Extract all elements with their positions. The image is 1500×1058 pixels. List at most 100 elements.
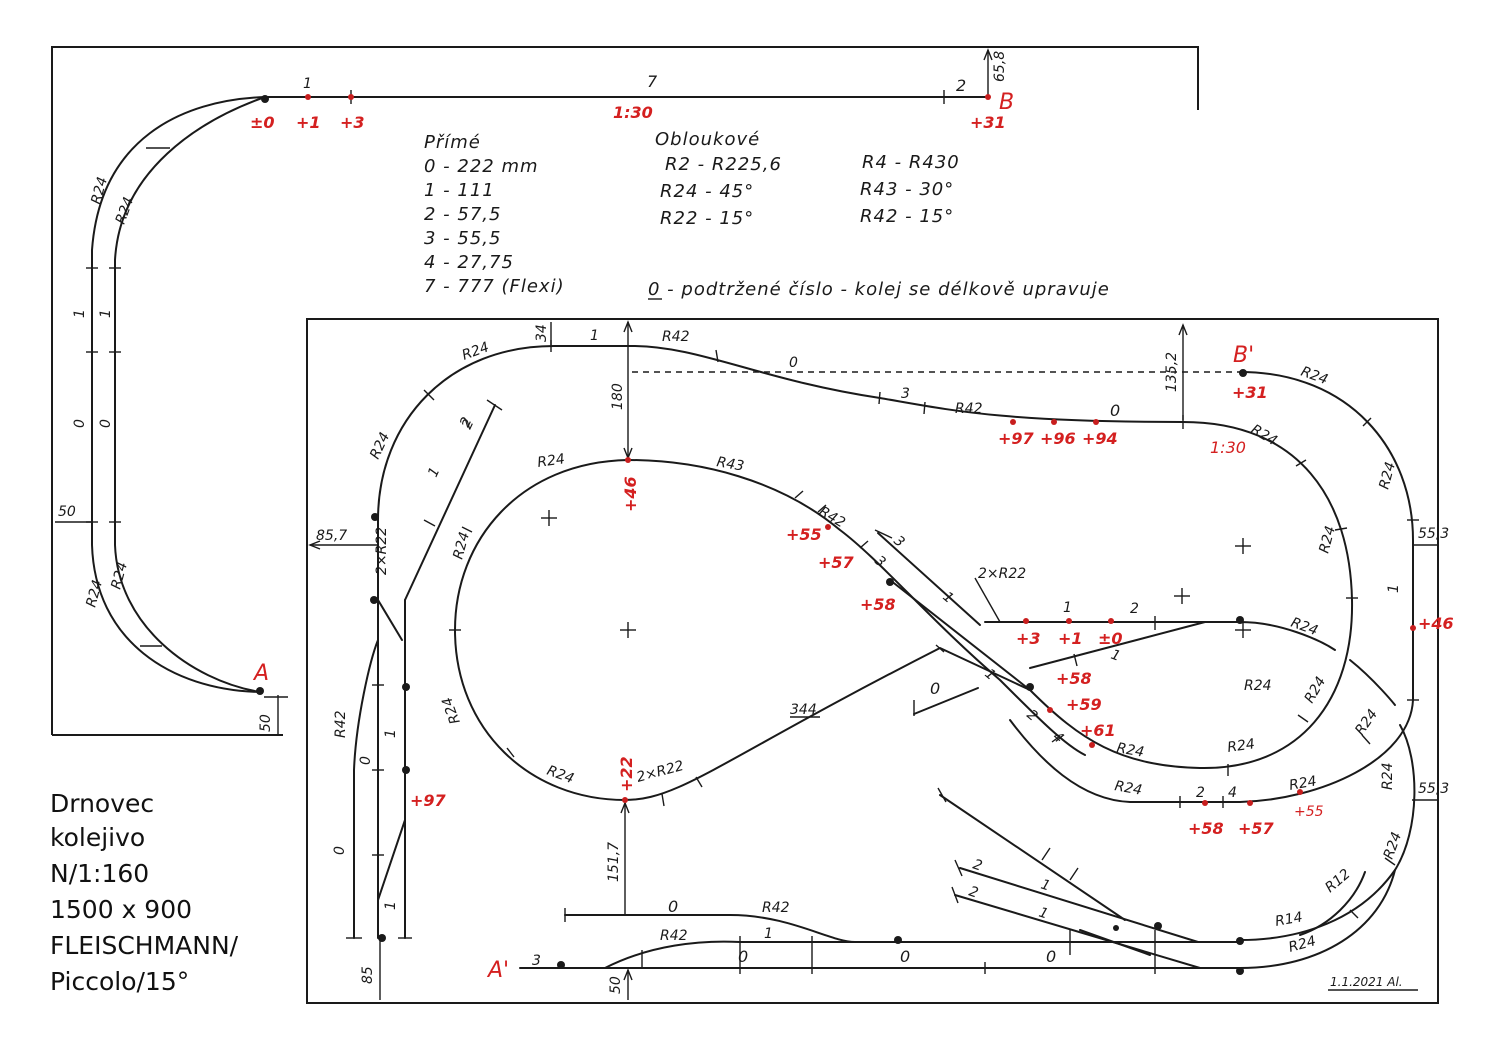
track-label: R24 <box>1287 933 1318 956</box>
track-label: R24 <box>439 695 463 726</box>
track-ticks <box>346 519 436 939</box>
dim-label-180: 180 <box>610 383 626 410</box>
track-label: 0 <box>900 947 910 966</box>
track-label: R24 <box>1376 460 1399 491</box>
track-bottom-spur <box>564 914 856 943</box>
top-gradient-label: 1:30 <box>613 103 653 122</box>
height-label: ±0 <box>250 113 275 132</box>
legend-curved-item: R43 - 30° <box>860 179 954 200</box>
dim-arrow <box>623 968 633 981</box>
top-track-end-label: 2 <box>956 76 966 95</box>
bufferstop <box>486 399 503 411</box>
track-marker-dot <box>256 687 264 695</box>
height-label: +58 <box>860 595 896 614</box>
height-marker-dot <box>985 94 991 100</box>
height-label: ±0 <box>1098 629 1123 648</box>
track-label: 0 <box>72 419 88 428</box>
track-label: 2 <box>967 884 981 902</box>
dim-arrow <box>308 540 321 550</box>
legend-curved-item: R24 - 45° <box>660 181 754 202</box>
track-label: 0 <box>668 897 678 916</box>
legend-straight-title: Přímé <box>424 132 481 153</box>
track-label: 3 <box>890 533 907 551</box>
point-label-b2: B' <box>1233 343 1254 368</box>
height-label: +55 <box>1294 804 1324 820</box>
track-label: 1 <box>72 309 88 318</box>
track-label: 344 <box>790 702 817 718</box>
point-label-b: B <box>999 90 1014 115</box>
height-marker-dot <box>348 94 354 100</box>
info-line: FLEISCHMANN/ <box>50 931 239 960</box>
dim-label-50b: 50 <box>258 714 274 732</box>
track-label: R42 <box>662 329 690 345</box>
track-label: 2 <box>1196 785 1205 801</box>
height-marker-dots <box>622 419 1416 806</box>
track-ticks <box>1073 616 1156 667</box>
track-label: 2 <box>1023 707 1040 725</box>
height-label: +55 <box>786 525 822 544</box>
track-label: 1 <box>590 328 599 344</box>
height-label: +1 <box>296 113 321 132</box>
dim-label-65: 65,8 <box>992 51 1008 82</box>
track-label: 2×R22 <box>635 758 686 786</box>
track-label: R24 <box>1113 778 1143 799</box>
legend-straight-item: 7 - 777 (Flexi) <box>424 276 565 297</box>
height-label: +96 <box>1040 429 1076 448</box>
track-label: 1 <box>98 309 114 318</box>
track-outer-loop-left <box>377 344 1184 521</box>
height-label: +46 <box>1418 614 1454 633</box>
height-label: +94 <box>1082 429 1118 448</box>
track-label: R24 <box>450 530 473 561</box>
track-label: 1 <box>1037 905 1050 923</box>
height-label: +3 <box>1016 629 1041 648</box>
point-label-a2: A' <box>486 958 509 983</box>
track-label: R42 <box>762 900 790 916</box>
track-label: 0 <box>789 355 798 371</box>
track-label: R42 <box>660 928 688 944</box>
height-label: +57 <box>1238 819 1275 838</box>
legend-curved-item: R42 - 15° <box>860 206 954 227</box>
track-label: R24 <box>1299 364 1330 388</box>
track-label: R24 <box>1352 707 1381 739</box>
track-yard-diag3 <box>954 894 1201 969</box>
bufferstop <box>874 529 893 539</box>
legend-curved-item: R22 - 15° <box>660 208 754 229</box>
track-label: 1 <box>425 465 443 480</box>
track-label: 1 <box>764 926 773 942</box>
info-line: 1500 x 900 <box>50 895 192 924</box>
track-stub <box>913 687 979 715</box>
height-marker-dot <box>305 94 311 100</box>
track-label: 2 <box>971 857 985 875</box>
legend-straight-item: 1 - 111 <box>424 180 495 201</box>
signature: 1.1.2021 Al. <box>1330 975 1403 989</box>
track-upper-loop-inner <box>114 96 266 693</box>
track-label: 2×R22 <box>978 566 1026 582</box>
track-ticks <box>423 340 1184 429</box>
height-label: +97 <box>410 791 447 810</box>
track-cross-diag <box>889 579 1031 691</box>
board-outline-main <box>306 318 1439 1004</box>
track-ticks <box>1179 417 1419 808</box>
track-ticks <box>641 787 1396 974</box>
legend-straight-item: 0 - 222 mm <box>424 156 539 177</box>
track-label: 3 <box>532 953 541 969</box>
track-marker-dots <box>370 369 1247 975</box>
track-label: 4 <box>1228 785 1237 801</box>
track-label: R24 <box>536 451 566 471</box>
track-label: R12 <box>1322 866 1353 896</box>
legend-straight-item: 4 - 27,75 <box>424 252 514 273</box>
track-left-siding <box>404 404 496 601</box>
track-label: 0 <box>332 846 348 855</box>
dim-arrow <box>1178 323 1188 336</box>
dim-label-50c: 50 <box>608 976 624 994</box>
height-label: +61 <box>1080 721 1116 740</box>
height-label: +59 <box>1066 695 1102 714</box>
track-upper-loop-outer <box>91 96 266 693</box>
track-r12 <box>1299 871 1366 936</box>
track-label: 1 <box>1386 584 1402 593</box>
center-cross-marks <box>541 510 1251 638</box>
track-inner-loop <box>454 459 1031 801</box>
point-label-a: A <box>252 661 269 686</box>
track-yard-diag <box>939 794 1126 921</box>
